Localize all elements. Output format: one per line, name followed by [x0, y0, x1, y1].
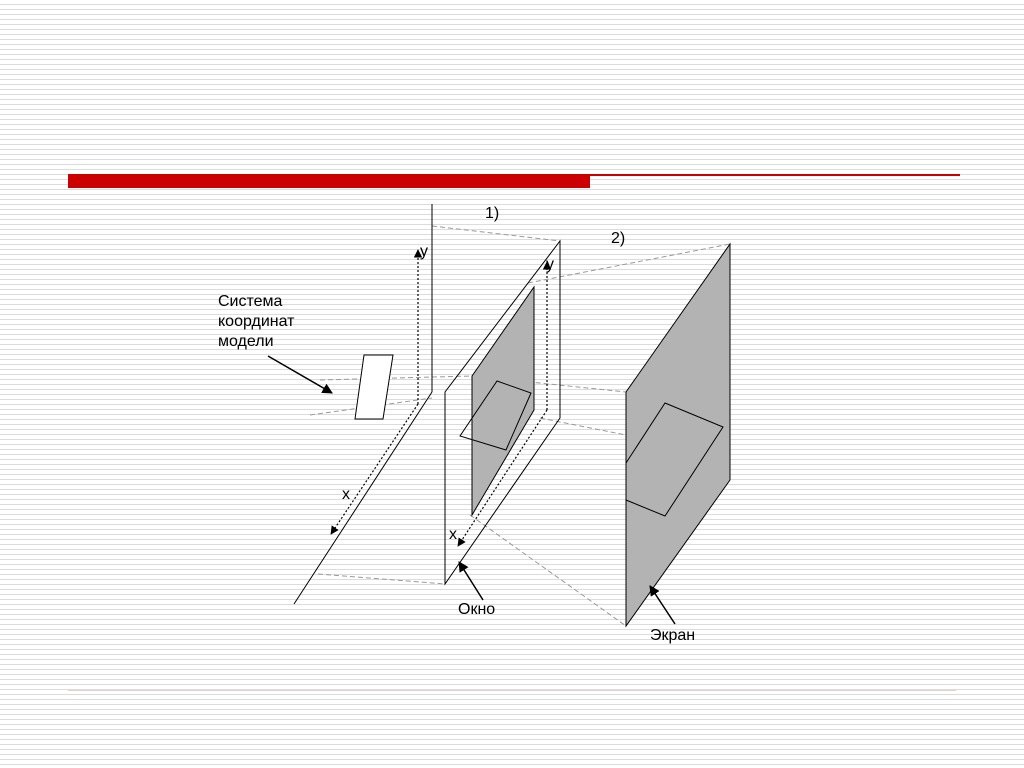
screen-label: Экран — [650, 627, 696, 644]
pointer-arrows — [267, 355, 676, 625]
model-plane — [293, 204, 433, 605]
model-system-pointer — [267, 355, 333, 394]
model-object — [354, 354, 394, 420]
window-x-label: x — [449, 526, 457, 543]
step-1-label: 1) — [485, 205, 500, 222]
window-region — [471, 285, 535, 517]
model-system-line-1: Система — [218, 293, 283, 310]
screen-object — [625, 402, 724, 517]
model-system-label: Система координат модели — [218, 292, 295, 352]
footer-rule — [68, 690, 956, 691]
window-label: Окно — [458, 601, 496, 618]
screen-plane — [625, 242, 731, 628]
screen-pointer — [649, 585, 676, 625]
window-axes — [457, 261, 552, 547]
window-pointer — [458, 561, 484, 601]
window-frame — [444, 239, 561, 586]
model-y-label: y — [420, 243, 428, 260]
window-y-label: y — [546, 256, 554, 273]
window-x-axis — [457, 409, 548, 547]
step-2-label: 2) — [611, 230, 626, 247]
window-object — [459, 380, 532, 451]
model-system-line-2: координат — [218, 313, 295, 330]
model-x-label: x — [342, 486, 350, 503]
title-accent-line — [590, 174, 960, 176]
model-x-axis — [330, 403, 419, 535]
model-system-line-3: модели — [218, 333, 274, 350]
model-axes — [330, 249, 423, 535]
title-accent-bar — [68, 174, 590, 188]
